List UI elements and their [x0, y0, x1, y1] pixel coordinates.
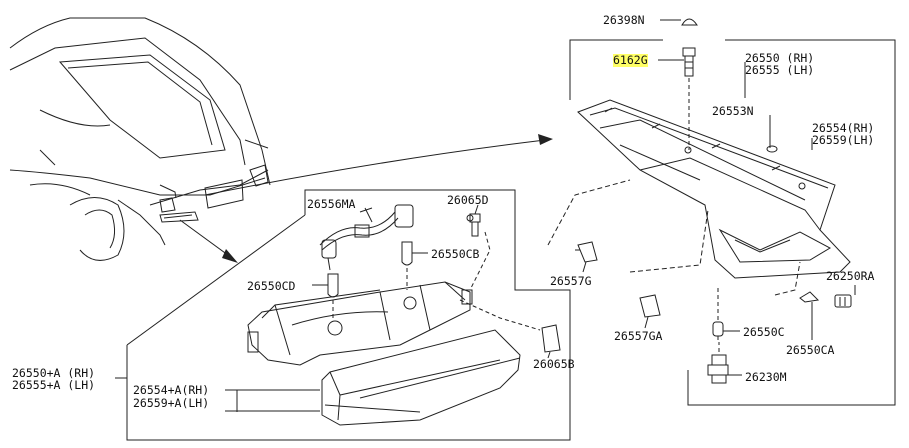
- label-26559A-lh: 26559+A(LH): [133, 396, 210, 410]
- car-rear-illustration: [9, 17, 271, 261]
- label-26556MA: 26556MA: [307, 197, 356, 211]
- high-mount-lamp-assembly: [577, 99, 851, 279]
- clip-26065B: [459, 299, 561, 359]
- label-26230M: 26230M: [745, 370, 787, 384]
- label-26065B: 26065B: [533, 357, 575, 371]
- label-26065D: 26065D: [447, 193, 489, 207]
- bulb-26550CB: [401, 241, 428, 290]
- socket-26230M: [707, 342, 742, 384]
- label-26553N: 26553N: [712, 104, 754, 118]
- label-26557G: 26557G: [550, 274, 592, 288]
- lower-left-box: [126, 189, 571, 441]
- wiring-harness-26556MA: [319, 204, 414, 271]
- upper-right-box: [687, 39, 896, 406]
- screw-26065D: [466, 204, 491, 291]
- label-26559-lh: 26559(LH): [812, 133, 875, 147]
- label-26555-lh: 26555 (LH): [745, 63, 815, 77]
- bulb-26550C: [712, 285, 740, 340]
- combination-lamp-housing: [247, 281, 473, 366]
- label-26550CA: 26550CA: [786, 343, 835, 357]
- label-6162G: 6162G: [613, 53, 648, 67]
- label-26550A-rh: 26550+A (RH): [12, 366, 96, 380]
- label-26555A-lh: 26555+A (LH): [12, 378, 96, 392]
- label-26554-rh: 26554(RH): [812, 121, 875, 135]
- cap-26398N: [660, 18, 698, 26]
- label-26557GA: 26557GA: [614, 329, 663, 343]
- bracket-26550CA: [774, 261, 820, 340]
- combination-lamp-lens: [321, 329, 521, 426]
- grommet-26250RA: [834, 294, 852, 308]
- arrow-to-lamp-assembly: [204, 139, 546, 196]
- bulb-26550CD: [312, 273, 339, 320]
- label-26550CB: 26550CB: [431, 247, 480, 261]
- label-26550CD: 26550CD: [247, 279, 296, 293]
- label-26250RA: 26250RA: [826, 269, 875, 283]
- label-26398N: 26398N: [603, 13, 645, 27]
- label-26550C: 26550C: [743, 325, 785, 339]
- clip-26557G: [547, 179, 631, 273]
- clip-26557GA: [629, 209, 709, 329]
- arrow-to-combination-lamp: [179, 219, 233, 259]
- label-26550-rh: 26550 (RH): [745, 51, 815, 65]
- screw-6162G: [658, 47, 696, 150]
- label-26554A-rh: 26554+A(RH): [133, 383, 210, 397]
